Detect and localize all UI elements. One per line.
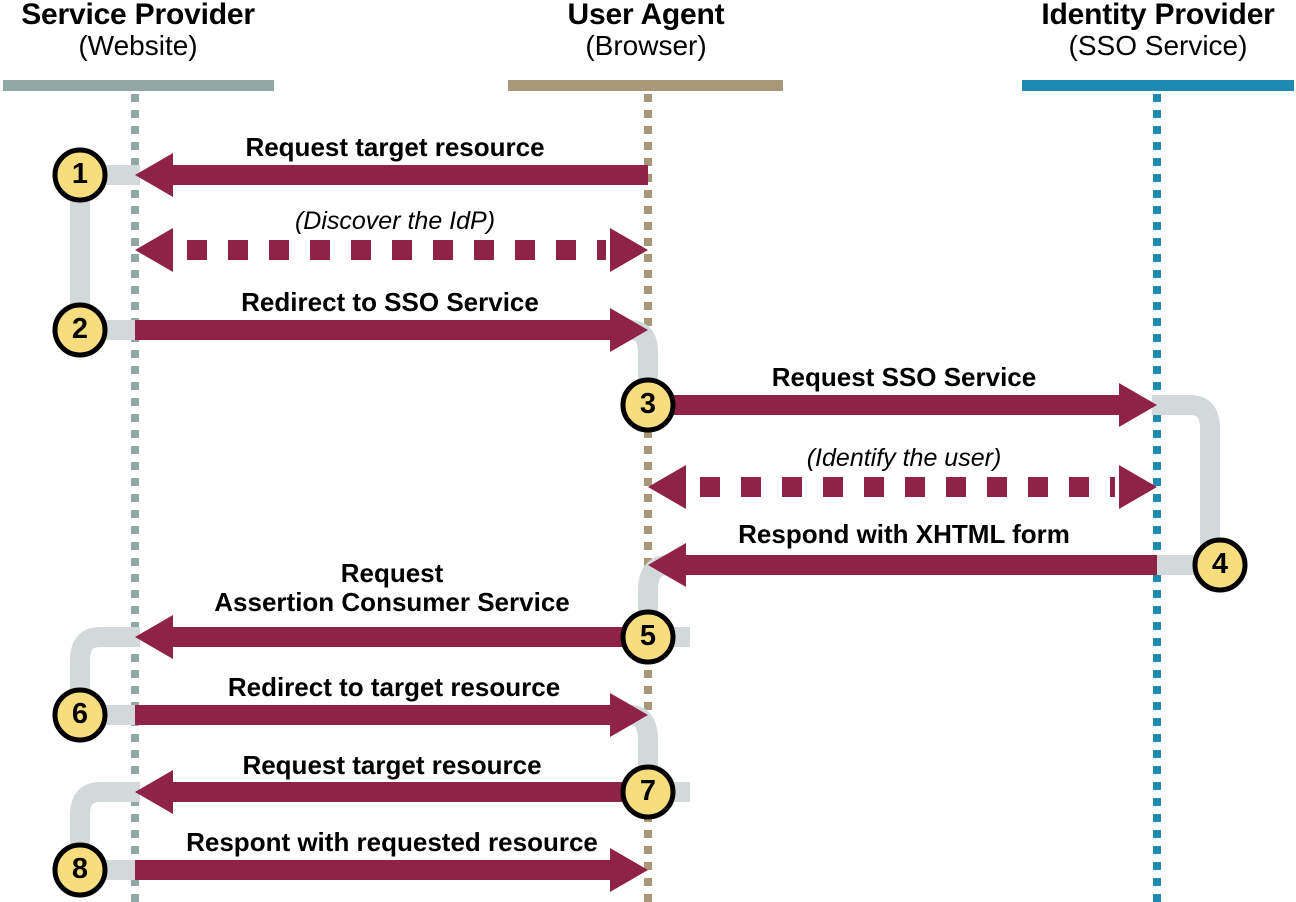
dashed-arrowhead-left: [135, 228, 173, 272]
actor-bar-ua: [508, 80, 783, 91]
message-step-7: [135, 770, 648, 814]
message-step-8: [135, 848, 648, 892]
message-step-2: [135, 308, 648, 352]
solid-arrow: [135, 848, 648, 892]
connector-sp-arrival-to-badge6: [70, 627, 140, 715]
step-badge-label-3: 3: [639, 388, 657, 420]
message-label-step-2: Redirect to SSO Service: [241, 287, 539, 317]
message-label-step-6: Redirect to target resource: [227, 672, 561, 702]
solid-arrow: [135, 308, 648, 352]
step-badge-label-6: 6: [71, 698, 89, 730]
step-badge-label-8: 8: [71, 853, 89, 885]
solid-arrow: [648, 383, 1157, 427]
message-step-5: [135, 615, 648, 659]
actor-header-identity-provider: Identity Provider (SSO Service): [1020, 0, 1296, 61]
step-badge-label-4: 4: [1211, 548, 1229, 580]
message-label-step-8: Respont with requested resource: [186, 827, 598, 857]
message-label-step-4: Respond with XHTML form: [738, 519, 1070, 549]
actor-title-service-provider: Service Provider: [21, 0, 255, 31]
actor-subtitle-user-agent: (Browser): [585, 29, 707, 61]
actor-title-identity-provider: Identity Provider: [1041, 0, 1275, 31]
actor-subtitle-identity-provider: (SSO Service): [1068, 29, 1248, 61]
step-badge-circle-1: [52, 147, 108, 203]
message-step-1: [135, 153, 648, 197]
step-badge-circle-4: [1192, 537, 1248, 593]
step-badge-label-7: 7: [639, 775, 657, 807]
step-badge-circle-7: [620, 764, 676, 820]
solid-arrow: [135, 153, 648, 197]
step-badge-label-5: 5: [639, 620, 657, 652]
actor-bar-idp: [1022, 80, 1294, 91]
message-label-step-3: Request SSO Service: [771, 362, 1037, 392]
actor-header-user-agent: User Agent (Browser): [508, 0, 784, 61]
solid-arrow: [135, 693, 648, 737]
message-step-4: [648, 543, 1157, 587]
step-badge-circle-3: [620, 377, 676, 433]
step-badge-circle-6: [52, 687, 108, 743]
step-badge-1[interactable]: [52, 147, 108, 203]
message-step-3: [648, 383, 1157, 427]
actor-subtitle-service-provider: (Website): [78, 29, 198, 61]
message-note-4: [648, 465, 1157, 509]
step-badge-8[interactable]: [52, 842, 108, 898]
message-label-step-1: Request target resource: [245, 132, 545, 162]
step-badge-circle-2: [52, 302, 108, 358]
dashed-arrowhead-left: [648, 465, 686, 509]
message-step-6: [135, 693, 648, 737]
message-note-label-4: (Identify the user): [806, 444, 1002, 472]
step-badge-3[interactable]: [620, 377, 676, 433]
dashed-arrowhead-right: [610, 228, 648, 272]
step-badge-2[interactable]: [52, 302, 108, 358]
step-badge-4[interactable]: [1192, 537, 1248, 593]
actor-header-service-provider: Service Provider (Website): [0, 0, 276, 61]
step-badge-7[interactable]: [620, 764, 676, 820]
step-badge-5[interactable]: [620, 609, 676, 665]
message-label-step-5: Request Assertion Consumer Service: [214, 558, 570, 617]
message-label-step-7: Request target resource: [242, 750, 542, 780]
solid-arrow: [135, 615, 648, 659]
connector-sp-arrival-to-badge8: [70, 782, 140, 870]
actor-bar-sp: [3, 80, 274, 91]
step-badge-6[interactable]: [52, 687, 108, 743]
step-badge-label-2: 2: [71, 313, 89, 345]
step-badge-circle-8: [52, 842, 108, 898]
step-badge-label-1: 1: [71, 158, 89, 190]
solid-arrow: [135, 770, 648, 814]
actor-title-user-agent: User Agent: [567, 0, 725, 31]
message-note-label-1: (Discover the IdP): [294, 207, 496, 235]
dashed-arrowhead-right: [1119, 465, 1157, 509]
step-badge-circle-5: [620, 609, 676, 665]
message-note-1: [135, 228, 648, 272]
solid-arrow: [648, 543, 1157, 587]
